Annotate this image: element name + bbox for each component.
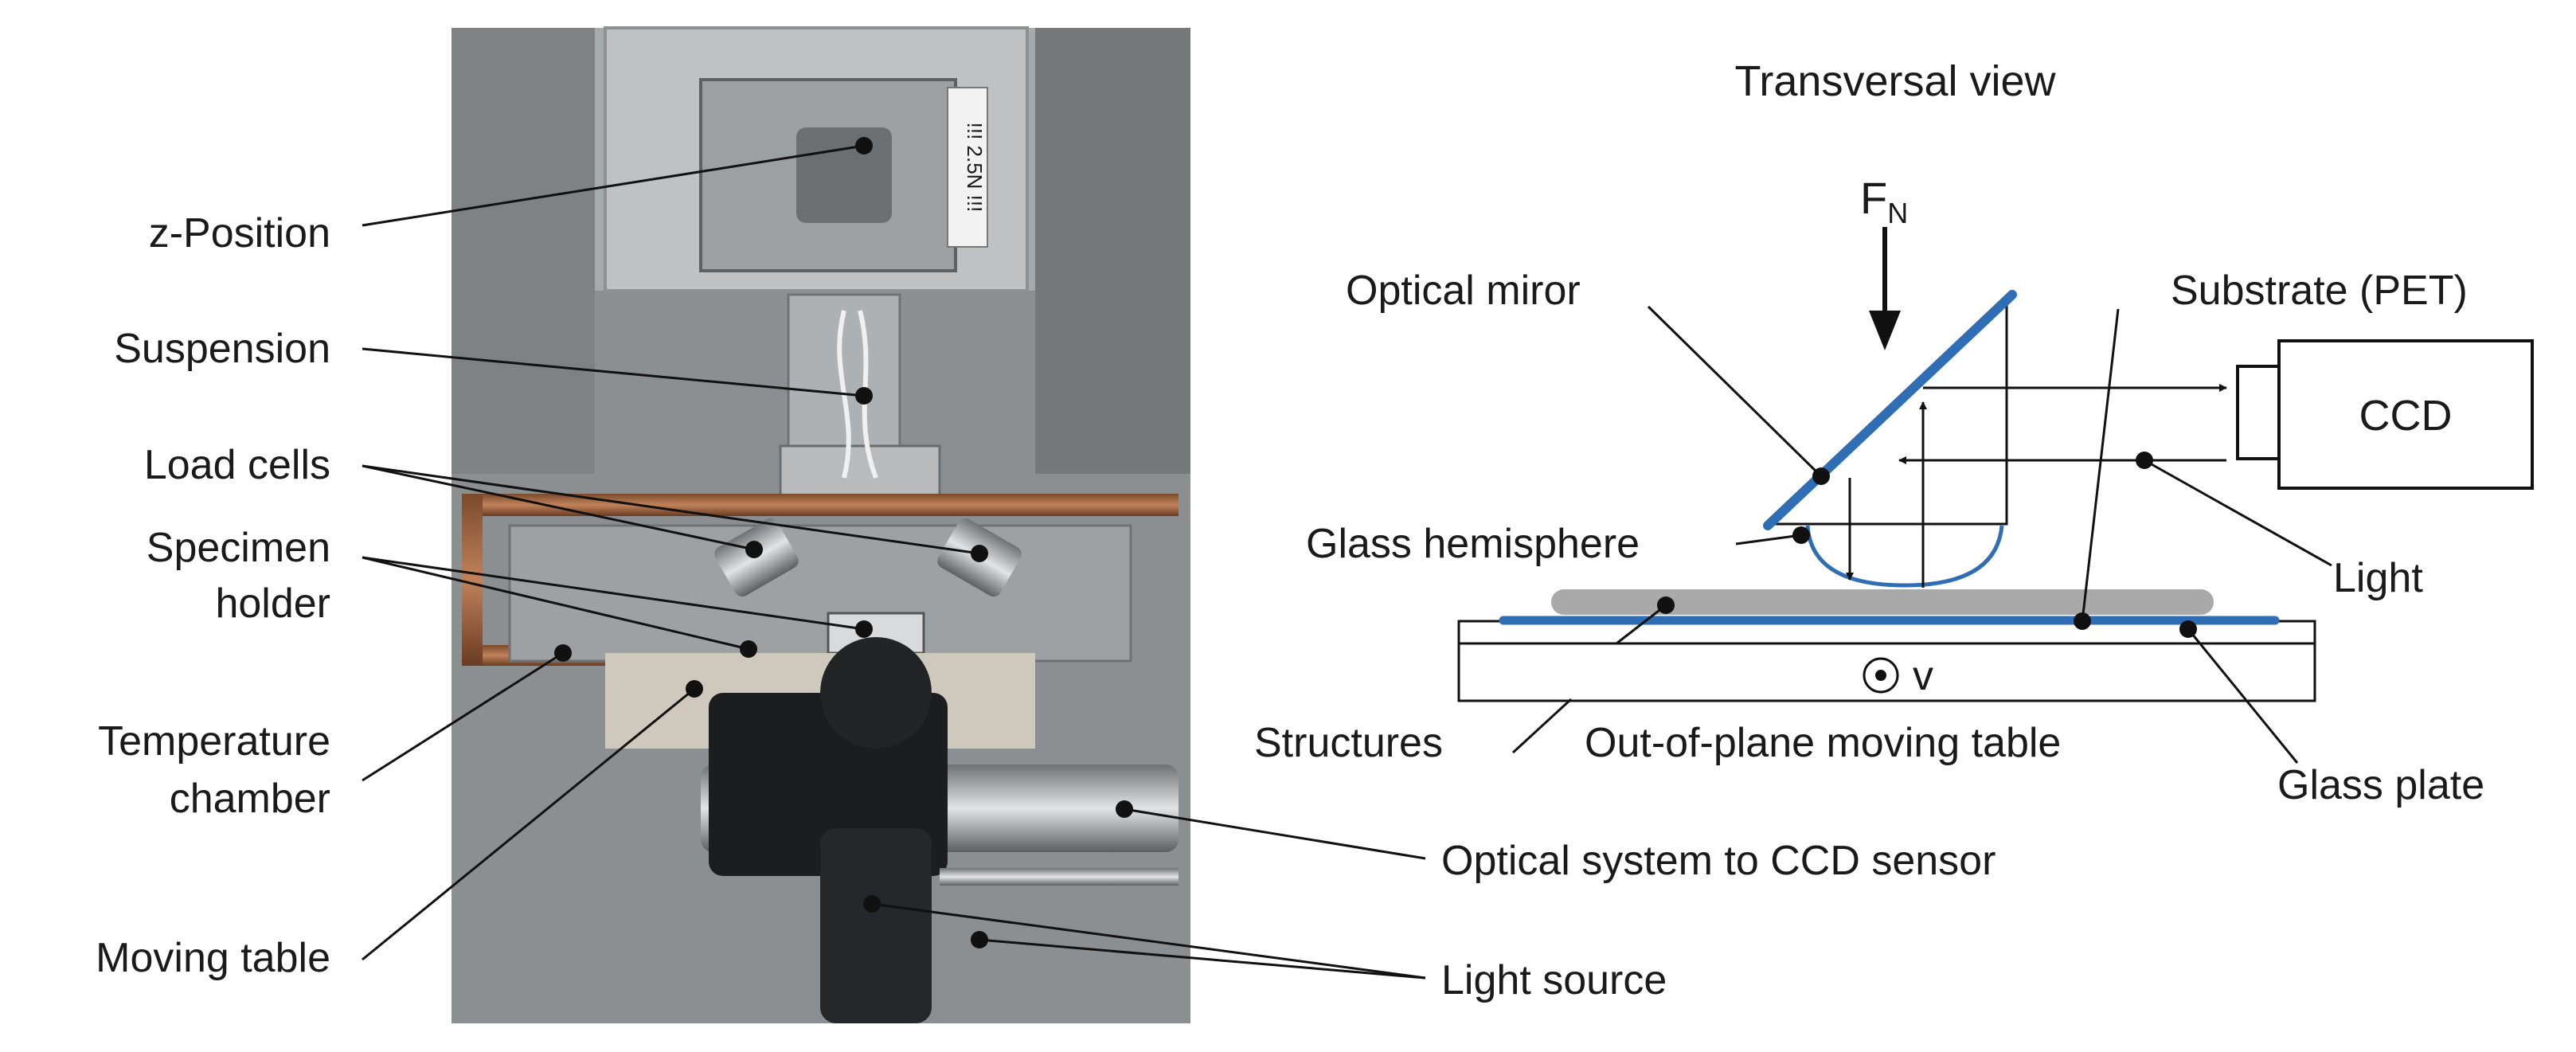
dot-suspension	[855, 387, 873, 405]
leader-specimen-holder-1	[362, 556, 749, 651]
gray-film	[1551, 589, 2214, 615]
dot-optical-system	[1116, 800, 1133, 818]
force-symbol: F	[1860, 173, 1887, 223]
leader-optical-system	[1124, 808, 1426, 860]
leader-load-cells-right	[362, 464, 980, 555]
dot-light	[2136, 452, 2153, 469]
force-arrow-head	[1869, 311, 1901, 350]
label-load-cells: Load cells	[144, 442, 330, 488]
label-2-5n-text: !!! 2.5N !!!	[963, 123, 987, 213]
glass-plate-outer	[1457, 620, 2316, 702]
force-subscript: N	[1887, 197, 1908, 229]
leader-z-position	[362, 144, 865, 227]
dot-z-position	[855, 137, 873, 154]
chamber-wall	[508, 524, 1132, 663]
schematic-title: Transversal view	[1734, 57, 2056, 105]
leader-light	[2144, 459, 2332, 567]
leader-glass-hemisphere-film	[1616, 604, 1667, 645]
copper-pipe-upper	[462, 494, 1179, 516]
optical-mirror	[1763, 290, 2017, 530]
leader-specimen-holder-2	[362, 556, 865, 631]
dot-moving-table	[686, 680, 703, 698]
glass-hemisphere	[1805, 525, 2004, 588]
photo-left-pillar	[451, 28, 595, 474]
optical-cap	[820, 637, 932, 749]
label-temperature-chamber-line1: Temperature	[98, 718, 330, 765]
dot-temperature-chamber	[554, 644, 572, 662]
label-specimen-holder-line2: holder	[215, 581, 330, 627]
label-light: Light	[2333, 555, 2423, 601]
leader-temperature-chamber	[362, 651, 564, 782]
label-glass-plate: Glass plate	[2277, 762, 2484, 808]
label-suspension: Suspension	[114, 326, 330, 372]
ccd-label: CCD	[2359, 392, 2453, 440]
label-light-source: Light source	[1441, 957, 1667, 1003]
label-optical-mirror: Optical miror	[1346, 268, 1581, 314]
dot-gray-film	[1657, 596, 1675, 614]
leader-substrate	[2081, 308, 2120, 622]
transversal-view-schematic: Transversal view FN CCD v Optical miror	[1254, 57, 2534, 808]
velocity-symbol-dot	[1875, 670, 1886, 681]
label-temperature-chamber-line2: chamber	[170, 776, 330, 822]
label-glass-hemisphere: Glass hemisphere	[1306, 521, 1640, 567]
label-specimen-holder-line1: Specimen	[147, 525, 330, 571]
leader-glass-hemisphere	[1735, 534, 1802, 546]
dot-light-source-2	[971, 931, 988, 948]
dot-load-cell-left	[745, 541, 763, 558]
force-label: FN	[1860, 173, 1908, 229]
label-out-of-plane-moving-table: Out-of-plane moving table	[1585, 720, 2061, 766]
ccd-lens	[2236, 365, 2281, 460]
z-stage-cutout	[796, 127, 892, 223]
label-substrate: Substrate (PET)	[2171, 268, 2468, 314]
label-moving-table: Moving table	[96, 935, 330, 981]
label-2-5n-plate	[947, 87, 988, 248]
leader-suspension	[362, 347, 865, 397]
guide-rail	[940, 868, 1179, 886]
label-structures: Structures	[1254, 720, 1443, 766]
leader-glass-plate	[2187, 628, 2299, 764]
leader-light-source-1	[871, 902, 1426, 980]
copper-pipe-left-vertical	[462, 494, 483, 666]
dot-glass-plate	[2179, 620, 2197, 638]
dot-specimen-holder-2	[855, 620, 873, 638]
velocity-label: v	[1913, 653, 1933, 699]
dot-optical-mirror	[1812, 467, 1830, 485]
leader-light-source-2	[979, 938, 1426, 980]
dot-specimen-holder-1	[740, 640, 757, 658]
leader-structures	[1511, 698, 1573, 754]
photo-right-pillar	[1035, 28, 1190, 474]
leader-load-cells-left	[362, 464, 755, 551]
photo-callouts: z-Position Suspension Load cells Specime…	[96, 137, 1996, 1003]
dot-glass-hemisphere	[1792, 526, 1810, 544]
label-z-position: z-Position	[149, 210, 330, 256]
ccd-body	[2277, 339, 2534, 490]
leader-optical-mirror	[1647, 305, 1823, 478]
apparatus-photo: !!! 2.5N !!!	[451, 26, 1190, 1023]
dot-light-source-1	[863, 895, 881, 913]
velocity-symbol-ring	[1863, 657, 1899, 694]
dot-load-cell-right	[971, 545, 988, 562]
dot-substrate	[2074, 612, 2091, 630]
label-optical-system: Optical system to CCD sensor	[1441, 838, 1996, 884]
leader-moving-table	[362, 687, 695, 961]
light-source-barrel	[820, 828, 932, 1023]
suspension-clamp	[779, 444, 941, 503]
